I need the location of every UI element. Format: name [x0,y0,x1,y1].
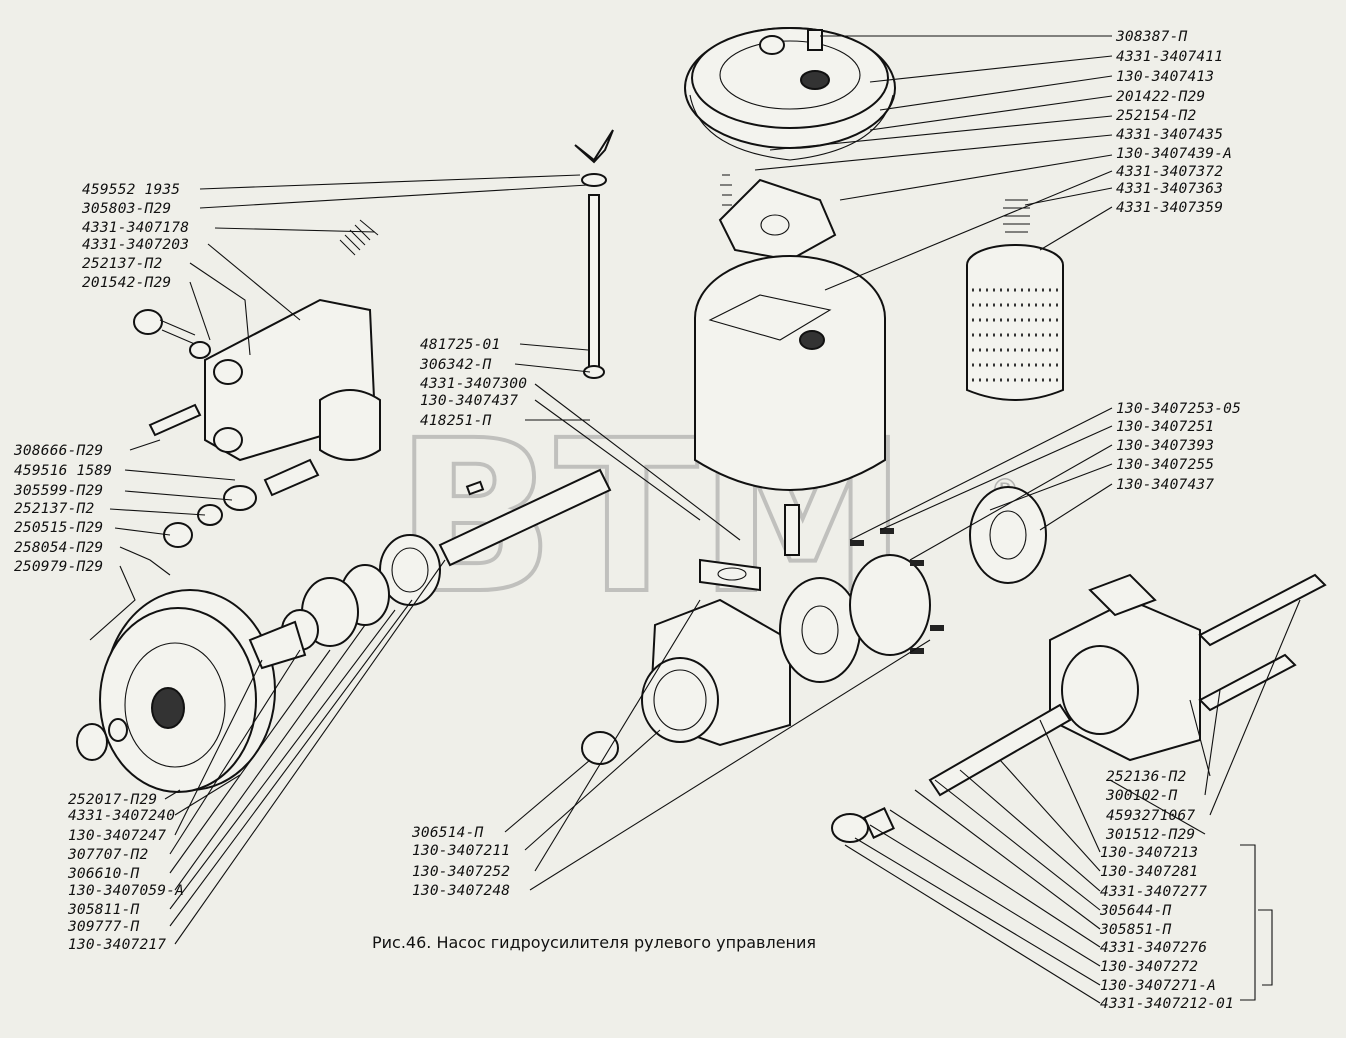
label: 306610-П [67,866,140,882]
label: 130-3407253-05 [1116,401,1241,417]
labels-left-upper: 459552 1935 305803-П29 4331-3407178 4331… [81,182,189,291]
label: 252154-П2 [1116,108,1196,124]
valve-cover-block [831,573,1327,843]
reservoir-body [694,255,886,556]
label: 305644-П [1099,903,1172,919]
label: 252137-П2 [82,256,162,272]
label: 130-3407413 [1116,69,1214,85]
label: 459552 1935 [82,182,180,198]
pulley [76,589,276,793]
label: 4331-3407178 [82,220,189,236]
label: 300102-П [1105,788,1178,804]
figure-caption: Рис.46. Насос гидроусилителя рулевого уп… [372,933,816,952]
label: 308387-П [1115,29,1188,45]
label: 130-3407217 [68,937,166,953]
label: 4331-3407212-01 [1100,996,1234,1012]
label: 252017-П29 [68,792,157,808]
labels-right-middle: 130-3407253-05 130-3407251 130-3407393 1… [1116,401,1241,493]
label: 308666-П29 [13,443,103,459]
label: 130-3407271-А [1100,978,1216,994]
label: 130-3407213 [1100,845,1198,861]
labels-center-upper: 481725-01 306342-П 4331-3407300 130-3407… [419,337,527,429]
rotor-assembly [779,486,1047,683]
label: 130-3407272 [1100,959,1198,975]
label: 459516 1589 [14,463,112,479]
label: 130-3407211 [412,843,510,859]
label: 130-3407251 [1116,419,1214,435]
label: 201422-П29 [1116,89,1205,105]
label: 4331-3407276 [1100,940,1207,956]
tensioner-bracket [133,219,381,548]
label: 130-3407393 [1116,438,1214,454]
cover-bracket [718,174,837,262]
label: 4331-3407372 [1116,164,1223,180]
pump-housing [581,558,791,765]
filter-element [966,199,1064,401]
labels-left-bottom: 252017-П29 4331-3407240 130-3407247 3077… [67,792,184,953]
label: 4331-3407203 [82,237,189,253]
label: 130-3407439-А [1116,146,1232,162]
label: 201542-П29 [82,275,171,291]
label: 305851-П [1099,922,1172,938]
label: 258054-П29 [14,540,103,556]
label: 4331-3407435 [1116,127,1223,143]
label: 250979-П29 [14,559,103,575]
label: 4593271067 [1106,808,1195,824]
label: 252137-П2 [14,501,94,517]
labels-center-bottom: 306514-П 130-3407211 130-3407252 130-340… [411,825,510,899]
labels-right-top: 308387-П 4331-3407411 130-3407413 201422… [1115,29,1232,216]
label: 250515-П29 [14,520,103,536]
label: 130-3407437 [1116,477,1214,493]
label: 4331-3407277 [1100,884,1207,900]
label: 4331-3407300 [420,376,527,392]
label: 4331-3407359 [1116,200,1223,216]
label: 130-3407281 [1100,864,1198,880]
label: 307707-П2 [67,847,148,863]
shaft-assembly [248,468,612,670]
label: 418251-П [420,413,492,429]
label: 309777-П [67,919,140,935]
label: 4331-3407363 [1116,181,1223,197]
reservoir-cover [684,27,896,161]
label: 305811-П [67,902,140,918]
label: 301512-П29 [1105,827,1195,843]
label: 481725-01 [420,337,500,353]
labels-right-bottom: 252136-П2 300102-П 4593271067 301512-П29… [1099,769,1234,1012]
label: 130-3407255 [1116,457,1214,473]
label: 306342-П [419,357,492,373]
long-stud [574,129,614,379]
label: 130-3407247 [68,828,166,844]
label: 306514-П [411,825,484,841]
label: 130-3407437 [420,393,518,409]
label: 252136-П2 [1106,769,1186,785]
label: 130-3407248 [412,883,510,899]
label: 305803-П29 [81,201,171,217]
label: 4331-3407411 [1116,49,1223,65]
label: 305599-П29 [13,483,103,499]
leader-lines [89,35,1301,1004]
labels-left-middle: 308666-П29 459516 1589 305599-П29 252137… [13,443,112,575]
label: 4331-3407240 [68,808,175,824]
label: 130-3407059-А [68,883,184,899]
label: 130-3407252 [412,864,510,880]
